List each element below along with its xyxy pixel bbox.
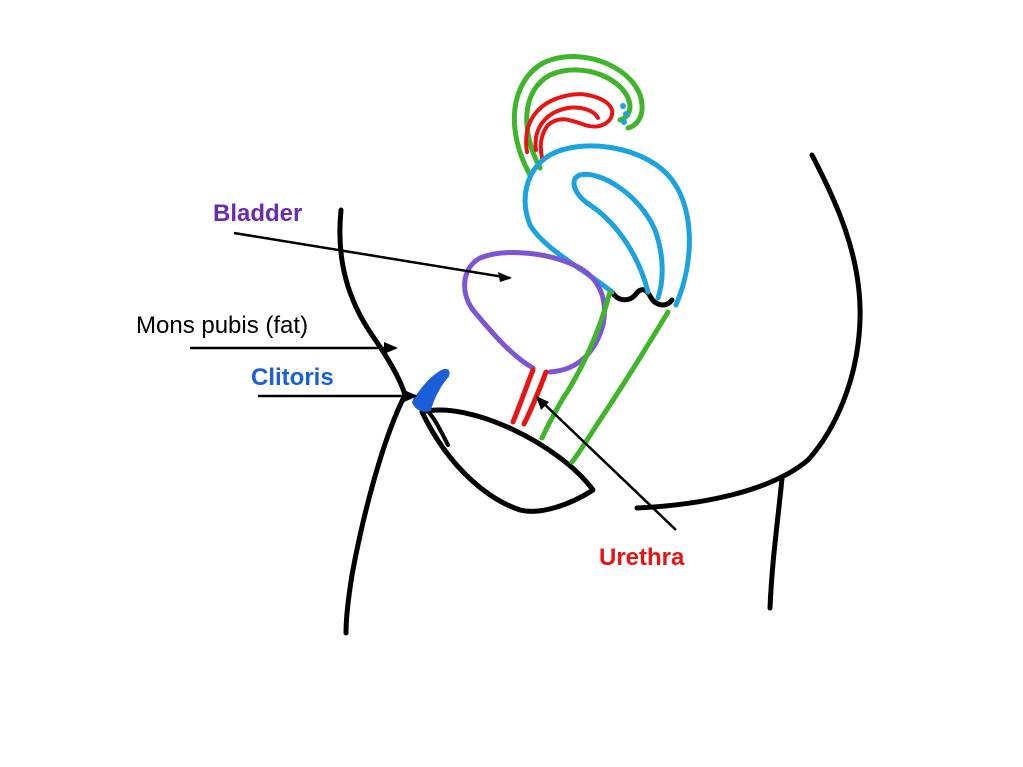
pointer-arrows bbox=[190, 231, 677, 531]
ovary-inner bbox=[533, 105, 600, 152]
urethra-arrowhead bbox=[536, 396, 549, 410]
bladder-arrow bbox=[233, 231, 511, 280]
uterus bbox=[522, 143, 692, 308]
bladder-outline bbox=[462, 250, 607, 375]
clitoris-label: Clitoris bbox=[251, 364, 334, 391]
clitoris-arrowhead bbox=[404, 390, 418, 402]
tube-outer bbox=[511, 54, 645, 178]
bladder-arrowhead bbox=[498, 272, 512, 282]
ovary-outer bbox=[524, 92, 615, 160]
bladder bbox=[462, 250, 607, 375]
front-body-outline bbox=[337, 207, 408, 636]
right-leg-outline bbox=[767, 475, 785, 611]
uterus-outer bbox=[522, 143, 692, 308]
bladder-label: Bladder bbox=[213, 200, 303, 227]
urethra bbox=[510, 367, 549, 427]
fimbria-dot bbox=[620, 103, 626, 109]
fimbria-dot bbox=[621, 119, 627, 125]
urethra-line-left bbox=[510, 367, 536, 425]
fallopian-tube bbox=[511, 54, 645, 178]
back-body-outline bbox=[634, 152, 863, 511]
urethra-line-right bbox=[521, 369, 549, 427]
fimbria-dot bbox=[623, 111, 629, 117]
urethra-label: Urethra bbox=[599, 544, 685, 571]
vagina bbox=[539, 289, 671, 465]
vagina-back-wall bbox=[569, 309, 671, 465]
labia-outline bbox=[419, 407, 596, 514]
vagina-front-wall bbox=[539, 289, 613, 441]
mons-pubis-label: Mons pubis (fat) bbox=[136, 312, 309, 339]
mons-pubis-arrowhead bbox=[384, 342, 398, 354]
urethra-arrow bbox=[537, 397, 677, 531]
uterus-cavity bbox=[571, 171, 665, 301]
clitoris-shape bbox=[411, 368, 450, 412]
cervix-outline bbox=[609, 287, 675, 308]
